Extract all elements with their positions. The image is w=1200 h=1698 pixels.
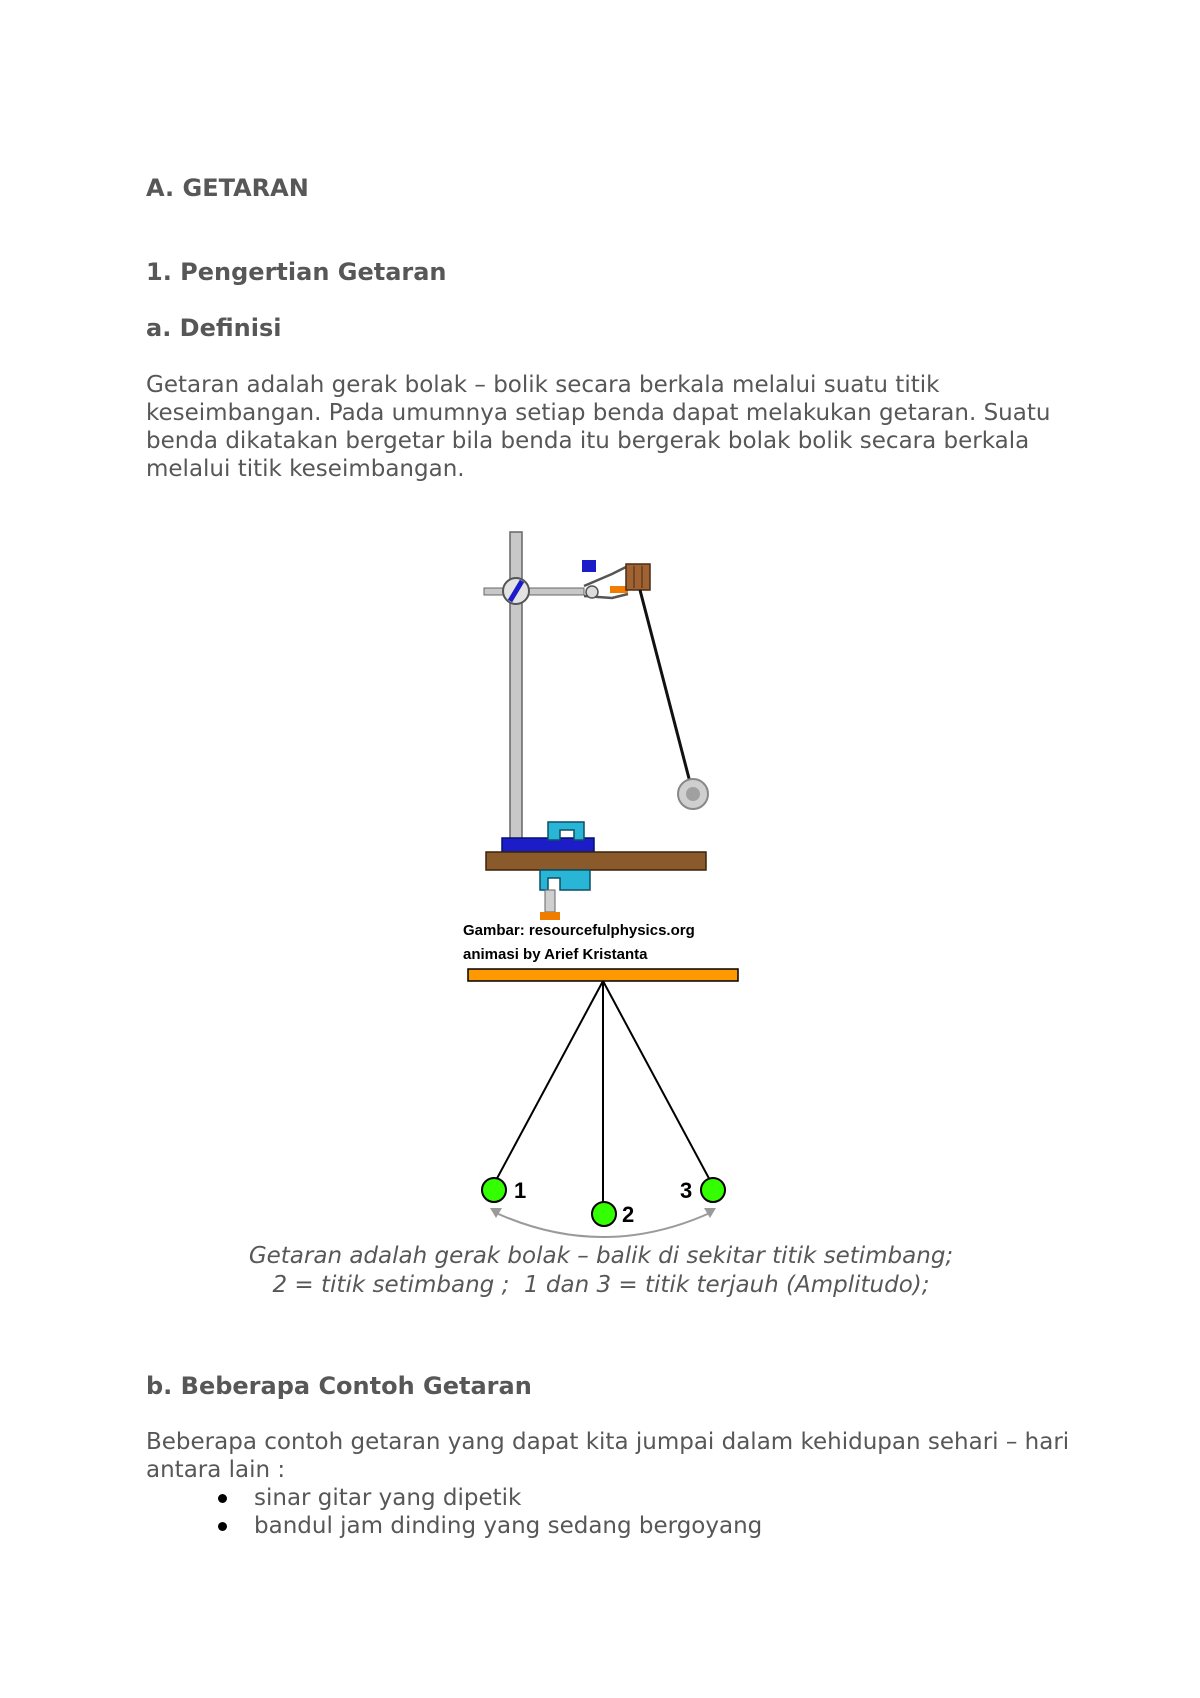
ball-position-3 bbox=[700, 1177, 726, 1203]
ball-label-1: 1 bbox=[514, 1178, 527, 1203]
cork-block bbox=[625, 563, 651, 591]
list-item-text: sinar gitar yang dipetik bbox=[254, 1485, 522, 1511]
ball-label-2: 2 bbox=[622, 1202, 635, 1227]
section-heading: 1. Pengertian Getaran bbox=[146, 258, 447, 286]
list-item-text: bandul jam dinding yang sedang bergoyang bbox=[254, 1513, 763, 1539]
ball-position-2 bbox=[591, 1201, 617, 1227]
main-heading: A. GETARAN bbox=[146, 174, 309, 202]
caption-line-1: Getaran adalah gerak bolak – balik di se… bbox=[248, 1243, 954, 1269]
caption-line-2: 2 = titik setimbang ; 1 dan 3 = titik te… bbox=[272, 1272, 930, 1298]
examples-heading: b. Beberapa Contoh Getaran bbox=[146, 1372, 532, 1400]
examples-intro: Beberapa contoh getaran yang dapat kita … bbox=[146, 1429, 1070, 1483]
swing-arc bbox=[493, 1211, 713, 1238]
animation-credit: animasi by Arief Kristanta bbox=[463, 946, 648, 963]
ball-label-3: 3 bbox=[680, 1178, 693, 1203]
c-clamp bbox=[539, 869, 591, 891]
list-item: sinar gitar yang dipetik bbox=[146, 1484, 1046, 1512]
pendulum-string bbox=[638, 589, 694, 791]
bullet-icon bbox=[218, 1494, 227, 1503]
string-position-3 bbox=[602, 980, 713, 1185]
string-position-1 bbox=[493, 980, 604, 1185]
table-top bbox=[485, 851, 707, 871]
list-item: bandul jam dinding yang sedang bergoyang bbox=[146, 1512, 1046, 1540]
ball-position-1 bbox=[481, 1177, 507, 1203]
examples-list: sinar gitar yang dipetik bandul jam dind… bbox=[146, 1484, 1046, 1540]
image-credit: Gambar: resourcefulphysics.org bbox=[463, 922, 695, 939]
definition-heading: a. Definisi bbox=[146, 314, 282, 342]
holder-screw bbox=[582, 560, 596, 572]
figure-caption: Getaran adalah gerak bolak – balik di se… bbox=[146, 1242, 1056, 1300]
bullet-icon bbox=[218, 1522, 227, 1531]
stand-arm bbox=[483, 587, 585, 596]
definition-paragraph: Getaran adalah gerak bolak – bolik secar… bbox=[146, 372, 1051, 482]
support-bar bbox=[467, 968, 739, 982]
